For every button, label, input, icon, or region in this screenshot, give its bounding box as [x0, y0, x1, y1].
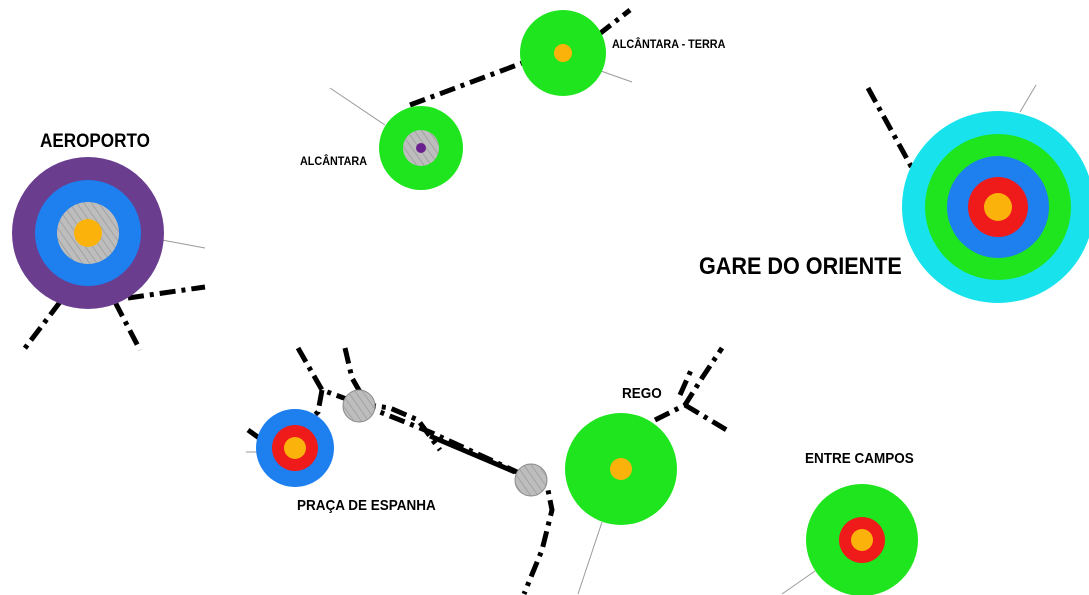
station-entre-campos[interactable]: [806, 484, 918, 595]
station-gare-do-oriente[interactable]: [902, 111, 1089, 303]
station-aeroporto[interactable]: [12, 157, 164, 309]
label-praca-de-espanha: PRAÇA DE ESPANHA: [297, 497, 436, 514]
label-alcantara: ALCÂNTARA: [300, 154, 367, 168]
station-alcantara[interactable]: [379, 106, 463, 190]
station-alcantara-terra[interactable]: [520, 10, 606, 96]
rail-line-solid-segment: [429, 433, 516, 475]
label-aeroporto: AEROPORTO: [40, 131, 150, 152]
hatched-node-2[interactable]: [514, 463, 548, 497]
rail-lines: [20, 8, 915, 595]
station-rego[interactable]: [565, 413, 677, 525]
label-gare-do-oriente: GARE DO ORIENTE: [699, 253, 902, 280]
label-entre-campos: ENTRE CAMPOS: [805, 450, 914, 467]
hatched-node-1[interactable]: [342, 389, 376, 423]
label-alcantara-terra: ALCÂNTARA - TERRA: [612, 37, 726, 51]
label-rego: REGO: [622, 385, 662, 402]
station-praca-de-espanha[interactable]: [256, 409, 334, 487]
thin-connectors: [161, 69, 1037, 595]
